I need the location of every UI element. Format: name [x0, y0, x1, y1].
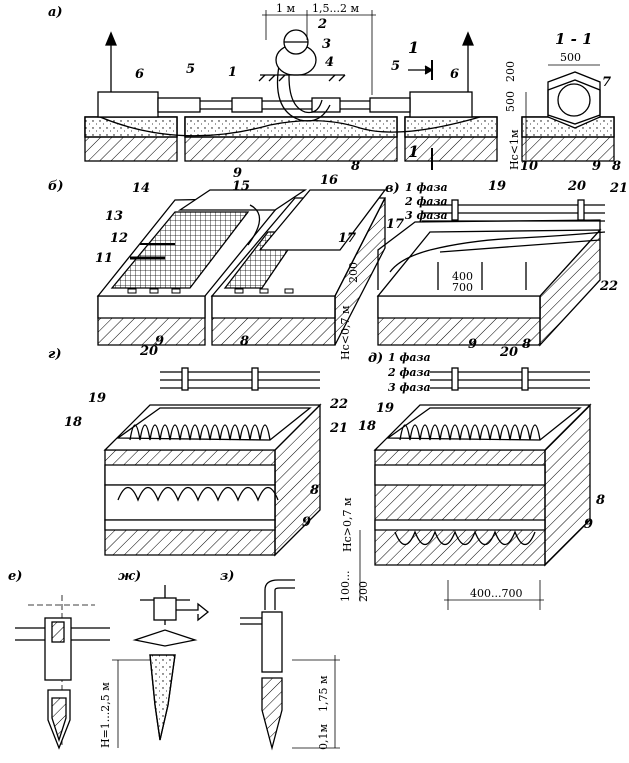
- dim-z-01: 0,1м: [317, 723, 330, 750]
- callout-8-a: 8: [351, 159, 361, 174]
- panel-v-drawing: [376, 199, 606, 347]
- dim-z-175: 1,75 м: [317, 675, 330, 712]
- callout-13: 13: [105, 209, 124, 224]
- phase-v-1: 1 фаза: [405, 181, 448, 194]
- callout-8-b: 8: [240, 334, 250, 349]
- callout-20-v: 20: [568, 179, 587, 194]
- panel-label-b: б): [48, 179, 64, 194]
- callout-8-sec: 8: [612, 159, 622, 174]
- callout-19-d: 19: [376, 401, 395, 416]
- callout-8-g: 8: [310, 483, 320, 498]
- callout-20-g: 20: [140, 344, 159, 359]
- panel-zh-drawing: [112, 585, 210, 748]
- dim-d-100: 100...: [339, 570, 352, 603]
- callout-9-v: 9: [468, 337, 478, 352]
- callout-7: 7: [602, 75, 612, 90]
- panel-label-g: г): [48, 347, 62, 362]
- callout-12: 12: [110, 231, 129, 246]
- callout-9-b: 9: [155, 334, 165, 349]
- dim-v-400: 400: [452, 270, 473, 283]
- phase-d-3: 3 фаза: [388, 381, 431, 394]
- dim-v-700: 700: [452, 281, 473, 294]
- section-1-1-drawing: [521, 64, 615, 162]
- callout-18-d: 18: [358, 419, 377, 434]
- dim-sec-200: 200: [504, 61, 517, 82]
- dim-v-200: 200: [347, 262, 360, 283]
- section-label: 1 - 1: [555, 30, 593, 48]
- dim-sec-500-top: 500: [560, 51, 581, 64]
- callout-6-left: 6: [135, 67, 145, 82]
- callout-15: 15: [232, 179, 251, 194]
- callout-10: 10: [520, 159, 539, 174]
- callout-11: 11: [95, 251, 114, 266]
- dim-v-H: Hc<0,7 м: [339, 305, 352, 360]
- dim-d-spacing: 400...700: [470, 587, 523, 600]
- callout-19-v: 19: [488, 179, 507, 194]
- dim-sec-500: 500: [504, 91, 517, 112]
- callout-8-v: 8: [522, 337, 532, 352]
- callout-17-v: 17: [386, 217, 405, 232]
- dim-d-200: 200: [357, 581, 370, 602]
- dim-zh-H: H=1...2,5 м: [99, 682, 112, 748]
- panel-a-drawing: [84, 10, 498, 170]
- callout-6-right: 6: [450, 67, 460, 82]
- phase-v-3: 3 фаза: [405, 209, 448, 222]
- callout-22-g: 22: [330, 397, 349, 412]
- panel-g-drawing: [103, 367, 322, 557]
- callout-4: 4: [325, 55, 335, 70]
- panel-label-v: в): [385, 181, 400, 196]
- callout-8-d: 8: [596, 493, 606, 508]
- dim-d-H: Hc>0,7 м: [341, 497, 354, 552]
- callout-14: 14: [132, 181, 151, 196]
- callout-21-g: 21: [330, 421, 349, 436]
- callout-5-left: 5: [186, 62, 196, 77]
- callout-9-d: 9: [584, 517, 594, 532]
- dim-range: 1,5...2 м: [312, 2, 360, 15]
- callout-1: 1: [228, 65, 238, 80]
- callout-9-g: 9: [302, 515, 312, 530]
- callout-5-right: 5: [391, 59, 401, 74]
- dim-sec-H: Hc<1м: [508, 129, 521, 170]
- callout-21-v: 21: [610, 181, 629, 196]
- callout-19-g: 19: [88, 391, 107, 406]
- panel-label-z: з): [220, 569, 235, 584]
- phase-d-1: 1 фаза: [388, 351, 431, 364]
- panel-label-zh: ж): [118, 569, 142, 584]
- callout-18-g: 18: [64, 415, 83, 430]
- panel-z-drawing: [240, 579, 340, 751]
- callout-22-v: 22: [600, 279, 619, 294]
- phase-d-2: 2 фаза: [388, 366, 431, 379]
- section-mark-bottom: 1: [408, 142, 420, 161]
- callout-3: 3: [322, 37, 332, 52]
- panel-label-e: е): [8, 569, 23, 584]
- panel-e-drawing: [15, 595, 110, 750]
- callout-9-sec: 9: [592, 159, 602, 174]
- callout-17-b: 17: [338, 231, 357, 246]
- panel-label-d: д): [368, 351, 384, 366]
- section-mark-top: 1: [408, 38, 420, 57]
- callout-20-d: 20: [500, 345, 519, 360]
- panel-b-drawing: [96, 189, 387, 346]
- callout-16: 16: [320, 173, 339, 188]
- callout-9-a: 9: [233, 166, 243, 181]
- phase-v-2: 2 фаза: [405, 195, 448, 208]
- dim-1m: 1 м: [276, 2, 296, 15]
- callout-2: 2: [318, 17, 328, 32]
- panel-d-drawing: [359, 367, 592, 610]
- panel-label-a: а): [48, 5, 63, 20]
